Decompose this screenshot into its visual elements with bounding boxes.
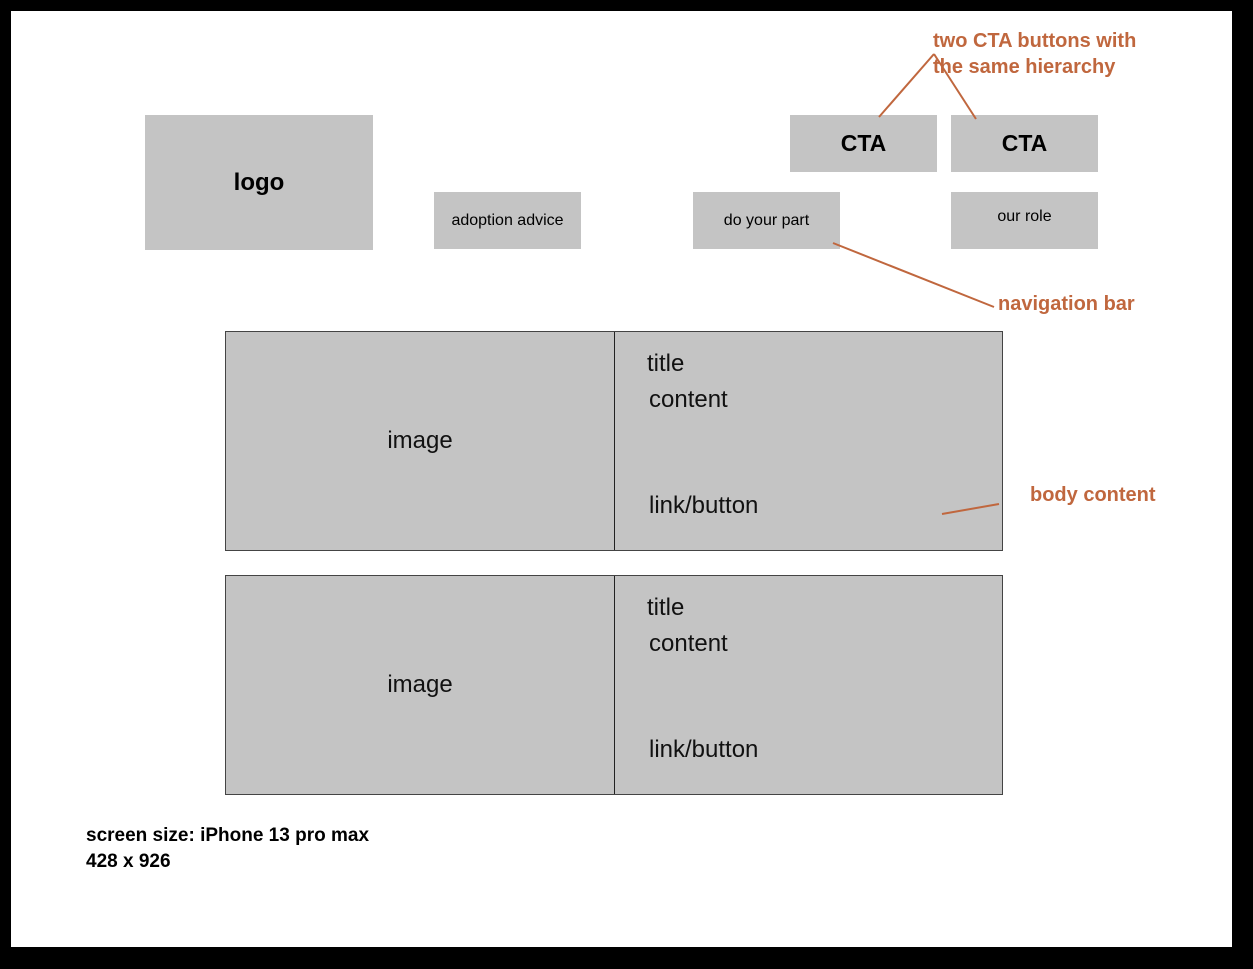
logo-label: logo <box>233 168 285 196</box>
nav-item-do-your-part[interactable]: do your part <box>693 192 840 249</box>
cta-annotation-line-1 <box>878 53 935 118</box>
nav-item-label: adoption advice <box>451 211 564 229</box>
screen-dimensions-label: 428 x 926 <box>86 851 171 872</box>
cta-label: CTA <box>840 130 887 156</box>
card-content: content <box>649 630 728 657</box>
wireframe-canvas: logo CTA CTA adoption advice do your par… <box>11 11 1232 947</box>
content-card: image title content link/button <box>225 575 1003 795</box>
nav-item-adoption-advice[interactable]: adoption advice <box>434 192 581 249</box>
screen-size-label: screen size: iPhone 13 pro max <box>86 825 370 846</box>
card-title: title <box>647 350 685 377</box>
card-link-button[interactable]: link/button <box>649 736 759 763</box>
cta-button-1[interactable]: CTA <box>790 115 937 172</box>
card-image-placeholder: image <box>226 332 614 550</box>
content-card: image title content link/button <box>225 331 1003 551</box>
nav-item-our-role[interactable]: our role <box>951 192 1098 249</box>
card-image-placeholder: image <box>226 576 614 794</box>
card-link-button[interactable]: link/button <box>649 492 759 519</box>
cta-annotation-line1: two CTA buttons with <box>933 30 1137 52</box>
navigation-annotation: navigation bar <box>998 293 1135 315</box>
card-content: content <box>649 386 728 413</box>
card-image-label: image <box>387 427 453 454</box>
body-annotation: body content <box>1030 484 1156 506</box>
nav-item-label: our role <box>997 208 1052 225</box>
cta-annotation-line2: the same hierarchy <box>933 56 1116 78</box>
logo-placeholder[interactable]: logo <box>145 115 373 250</box>
card-title: title <box>647 594 685 621</box>
card-divider <box>614 576 615 794</box>
nav-annotation-line <box>832 242 995 308</box>
card-image-label: image <box>387 671 453 698</box>
nav-item-label: do your part <box>723 211 810 229</box>
cta-label: CTA <box>1001 130 1048 156</box>
card-divider <box>614 332 615 550</box>
cta-button-2[interactable]: CTA <box>951 115 1098 172</box>
cta-annotation: two CTA buttons with the same hierarchy <box>933 28 1193 80</box>
